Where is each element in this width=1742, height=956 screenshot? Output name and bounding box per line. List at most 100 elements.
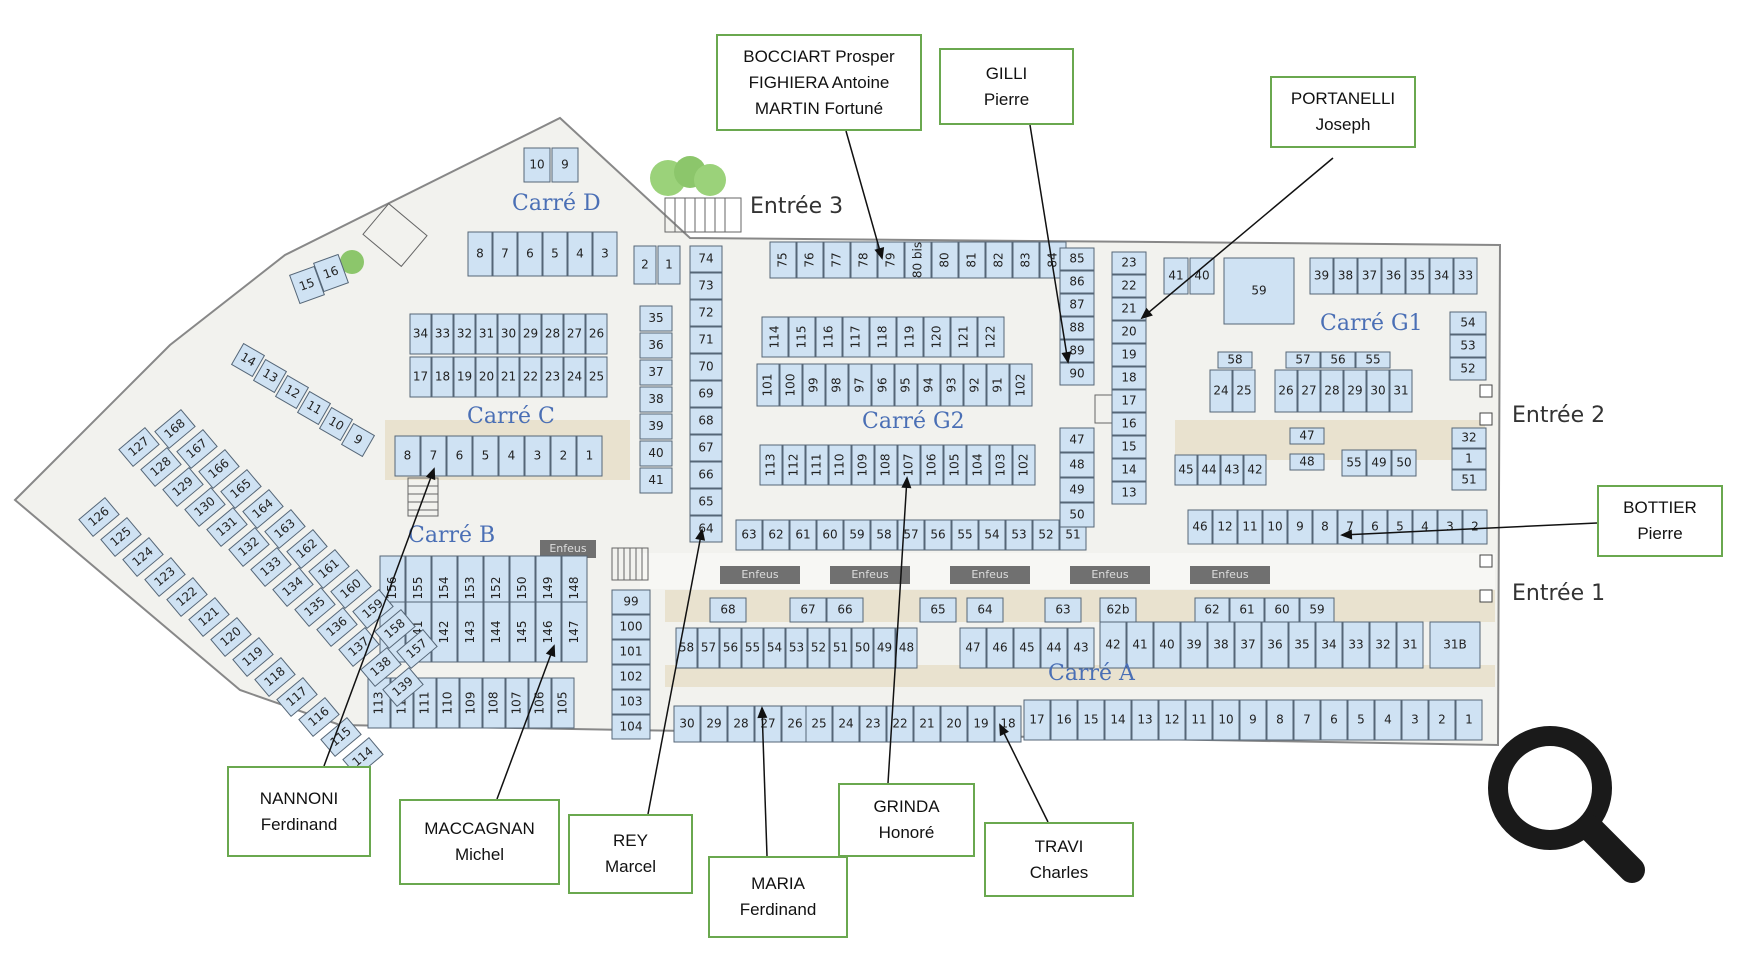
grave-plot[interactable]: 144 <box>483 601 510 663</box>
grave-plot[interactable]: 21 <box>913 705 941 743</box>
grave-plot[interactable]: 47 <box>1059 427 1095 453</box>
grave-plot[interactable]: 10 <box>1262 509 1288 545</box>
grave-plot[interactable]: 19 <box>1111 343 1147 367</box>
grave-plot[interactable]: 79 <box>877 241 905 279</box>
grave-plot[interactable]: 5 <box>542 231 568 277</box>
grave-plot[interactable]: 96 <box>871 363 895 407</box>
grave-plot[interactable]: 71 <box>689 326 723 354</box>
grave-plot[interactable]: 34 <box>1429 257 1454 295</box>
grave-plot[interactable]: 111 <box>805 444 829 486</box>
grave-plot[interactable]: 5 <box>1387 509 1413 545</box>
grave-plot[interactable]: 25 <box>585 356 608 398</box>
grave-plot[interactable]: 42 <box>1243 454 1267 486</box>
grave-plot[interactable]: 39 <box>639 413 673 440</box>
grave-plot[interactable]: 31 <box>1396 621 1424 669</box>
grave-plot[interactable]: 18 <box>431 356 454 398</box>
grave-plot[interactable]: 5 <box>472 435 499 477</box>
grave-plot[interactable]: 52 <box>807 627 830 669</box>
grave-plot[interactable]: 12 <box>1212 509 1238 545</box>
grave-plot[interactable]: 16 <box>1111 412 1147 436</box>
grave-plot[interactable]: 102 <box>1009 363 1033 407</box>
grave-plot[interactable]: 32 <box>453 313 476 355</box>
grave-plot[interactable]: 8 <box>1312 509 1338 545</box>
grave-plot[interactable]: 117 <box>842 316 870 358</box>
grave-plot[interactable]: 37 <box>1357 257 1382 295</box>
grave-plot[interactable]: 95 <box>894 363 918 407</box>
grave-plot[interactable]: 103 <box>611 689 651 715</box>
grave-plot[interactable]: 38 <box>1333 257 1358 295</box>
grave-plot[interactable]: 108 <box>482 677 506 729</box>
grave-plot[interactable]: 43 <box>1067 627 1095 669</box>
grave-plot[interactable]: 27 <box>1297 369 1321 413</box>
grave-plot[interactable]: 30 <box>673 705 701 743</box>
grave-plot[interactable]: 107 <box>897 444 921 486</box>
grave-plot[interactable]: 62 <box>1194 597 1230 623</box>
grave-plot[interactable]: 22 <box>519 356 542 398</box>
grave-plot[interactable]: 70 <box>689 353 723 381</box>
grave-plot[interactable]: 29 <box>519 313 542 355</box>
grave-plot[interactable]: 58 <box>870 519 898 551</box>
grave-plot[interactable]: 103 <box>989 444 1013 486</box>
grave-plot[interactable]: 44 <box>1197 454 1221 486</box>
grave-plot[interactable]: 36 <box>1381 257 1406 295</box>
grave-plot[interactable]: 14 <box>1104 699 1132 741</box>
grave-plot[interactable]: 4 <box>1374 699 1402 741</box>
grave-plot[interactable]: 2 <box>1462 509 1488 545</box>
grave-plot[interactable]: 63 <box>1044 597 1082 623</box>
grave-plot[interactable]: 76 <box>796 241 824 279</box>
grave-plot[interactable]: 4 <box>1412 509 1438 545</box>
grave-plot[interactable]: 61 <box>789 519 817 551</box>
grave-plot[interactable]: 20 <box>475 356 498 398</box>
grave-plot[interactable]: 13 <box>1131 699 1159 741</box>
grave-plot[interactable]: 64 <box>966 597 1004 623</box>
grave-plot[interactable]: 55 <box>741 627 764 669</box>
grave-plot[interactable]: 115 <box>788 316 816 358</box>
grave-plot[interactable]: 45 <box>1013 627 1041 669</box>
grave-plot[interactable]: 123 <box>144 556 186 598</box>
grave-plot[interactable]: 85 <box>1059 247 1095 271</box>
grave-plot[interactable]: 48 <box>1059 452 1095 478</box>
grave-plot[interactable]: 11 <box>1185 699 1213 741</box>
grave-plot[interactable]: 38 <box>639 386 673 413</box>
grave-plot[interactable]: 91 <box>986 363 1010 407</box>
grave-plot[interactable]: 90 <box>1059 362 1095 386</box>
grave-plot[interactable]: 9 <box>340 422 376 458</box>
grave-plot[interactable]: 53 <box>1005 519 1033 551</box>
grave-plot[interactable]: 74 <box>689 245 723 273</box>
grave-plot[interactable]: 40 <box>639 440 673 467</box>
grave-plot[interactable]: 97 <box>848 363 872 407</box>
grave-plot[interactable]: 9 <box>1287 509 1313 545</box>
grave-plot[interactable]: 109 <box>459 677 483 729</box>
grave-plot[interactable]: 109 <box>851 444 875 486</box>
grave-plot[interactable]: 23 <box>541 356 564 398</box>
grave-plot[interactable]: 105 <box>551 677 575 729</box>
grave-plot[interactable]: 41 <box>639 467 673 494</box>
grave-plot[interactable]: 16 <box>1050 699 1078 741</box>
grave-plot[interactable]: 14 <box>230 342 266 378</box>
grave-plot[interactable]: 61 <box>1229 597 1265 623</box>
grave-plot[interactable]: 15 <box>1077 699 1105 741</box>
grave-plot[interactable]: 57 <box>697 627 720 669</box>
grave-plot[interactable]: 107 <box>505 677 529 729</box>
grave-plot[interactable]: 104 <box>966 444 990 486</box>
grave-plot[interactable]: 7 <box>1293 699 1321 741</box>
grave-plot[interactable]: 60 <box>1264 597 1300 623</box>
grave-plot[interactable]: 12 <box>274 374 310 410</box>
grave-plot[interactable]: 8 <box>1266 699 1294 741</box>
grave-plot[interactable]: 73 <box>689 272 723 300</box>
grave-plot[interactable]: 56 <box>1320 351 1356 369</box>
grave-plot[interactable]: 92 <box>963 363 987 407</box>
grave-plot[interactable]: 6 <box>446 435 473 477</box>
grave-plot[interactable]: 93 <box>940 363 964 407</box>
grave-plot[interactable]: 54 <box>1449 311 1487 335</box>
grave-plot[interactable]: 55 <box>1341 449 1367 477</box>
grave-plot[interactable]: 56 <box>924 519 952 551</box>
grave-plot[interactable]: 68 <box>689 407 723 435</box>
grave-plot[interactable]: 4 <box>498 435 525 477</box>
grave-plot[interactable]: 54 <box>978 519 1006 551</box>
grave-plot[interactable]: 12 <box>1158 699 1186 741</box>
grave-plot[interactable]: 24 <box>563 356 586 398</box>
grave-plot[interactable]: 34 <box>409 313 432 355</box>
grave-plot[interactable]: 11 <box>296 390 332 426</box>
grave-plot[interactable]: 24 <box>832 705 860 743</box>
